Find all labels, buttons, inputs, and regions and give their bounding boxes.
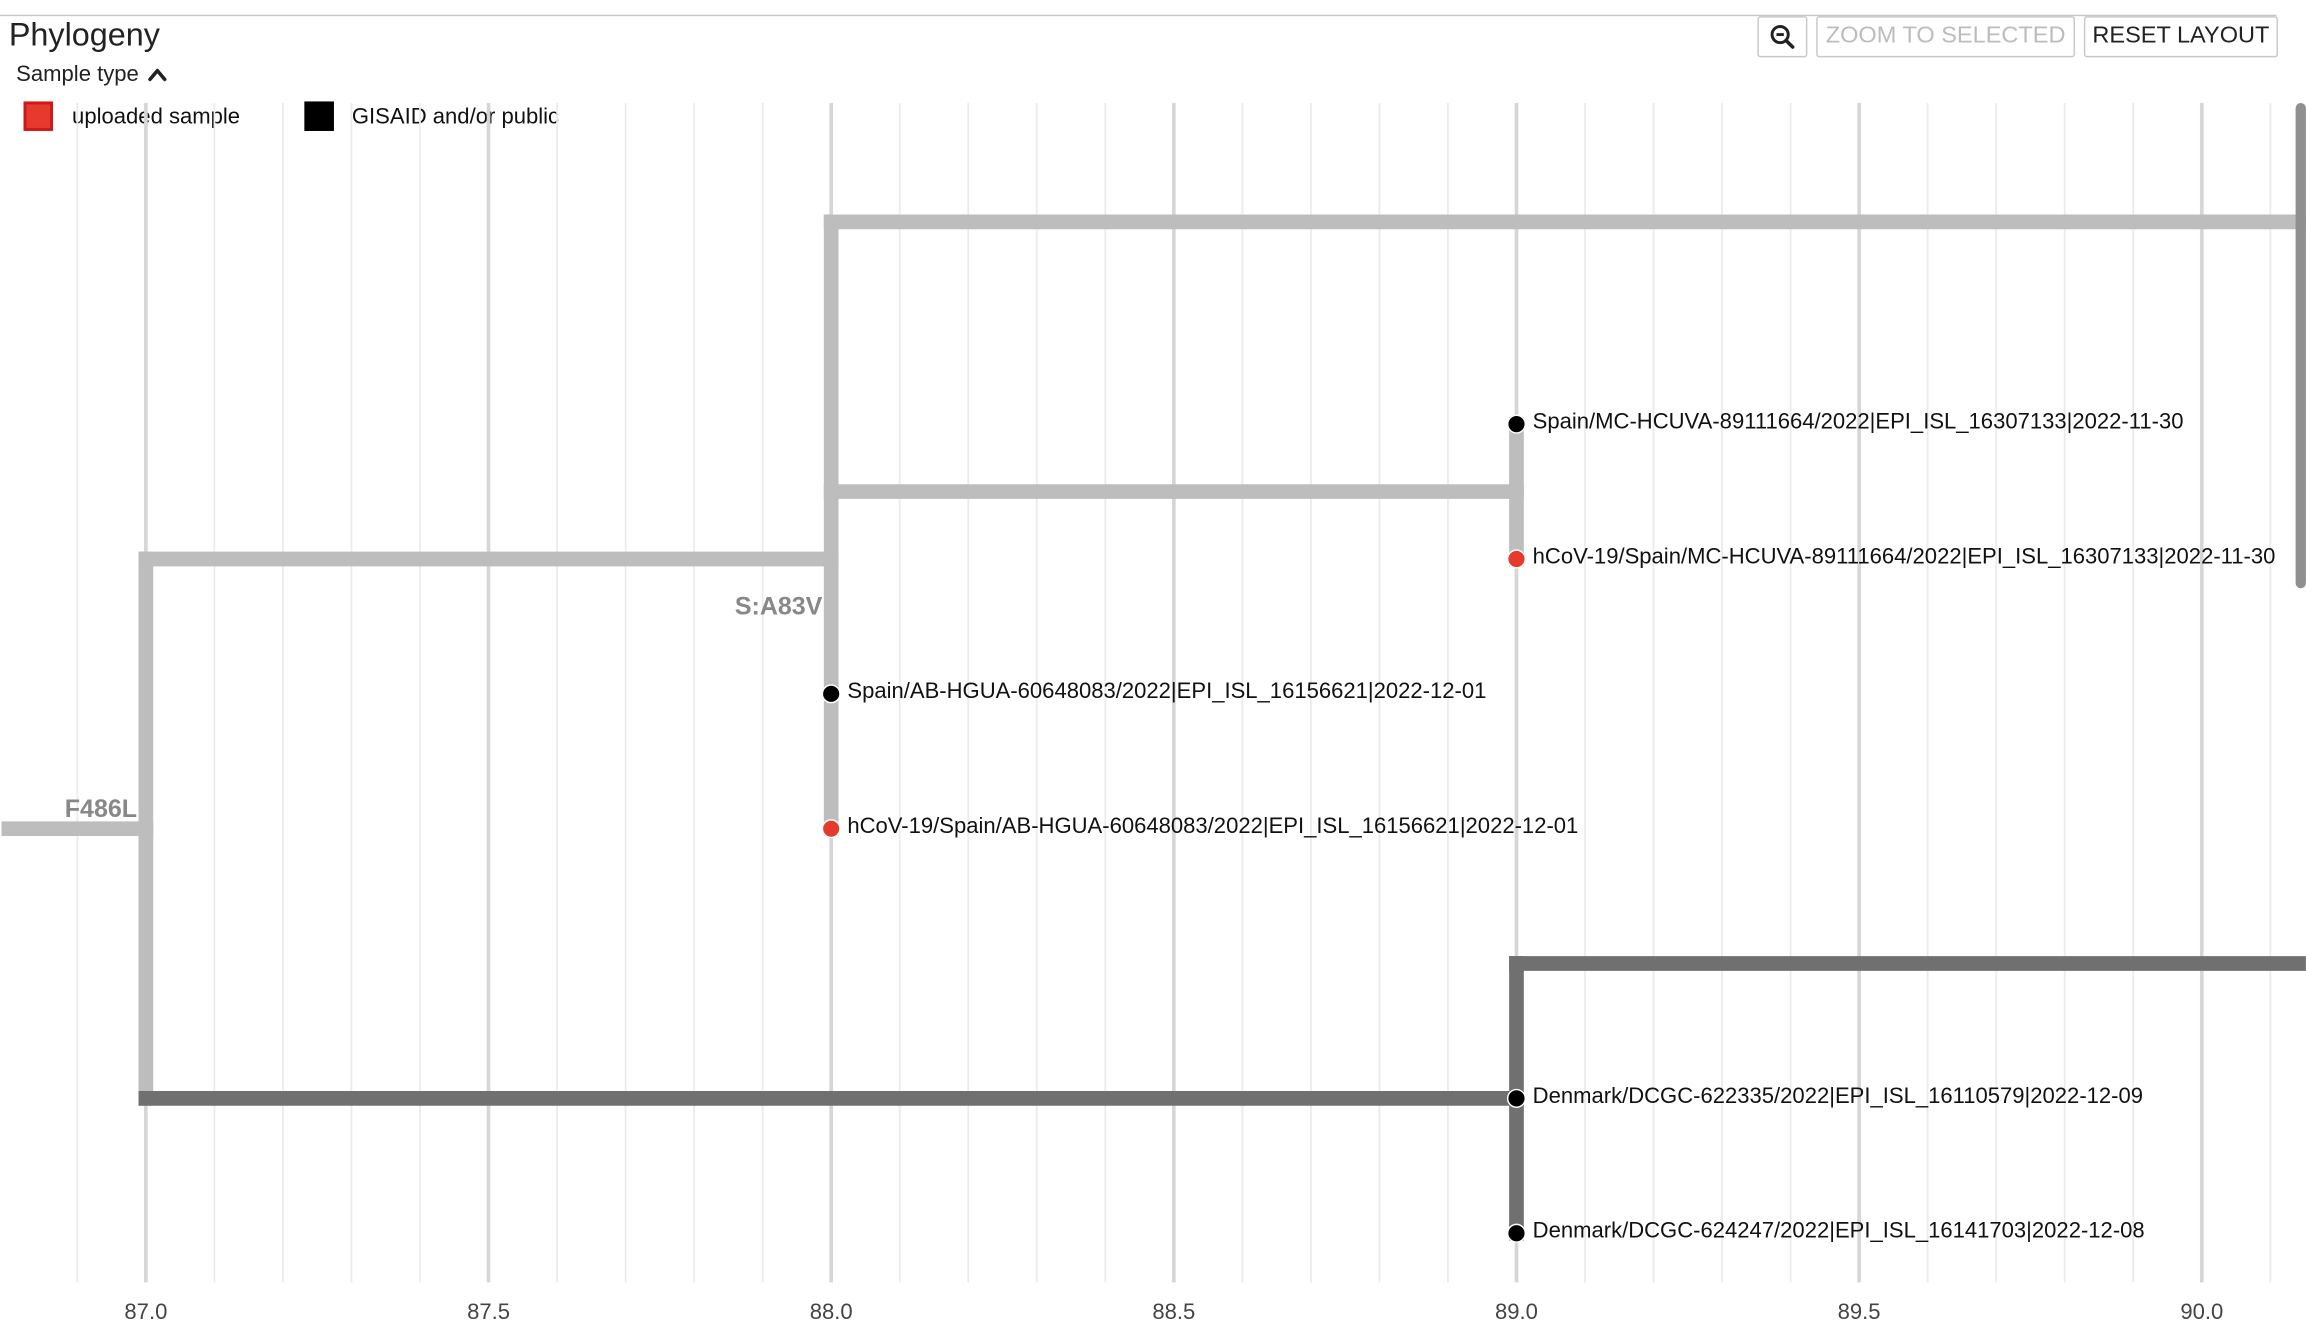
public-sample-swatch: [304, 101, 335, 131]
x-tick-label: 87.0: [124, 1299, 167, 1320]
leaf-label: Denmark/DCGC-622335/2022|EPI_ISL_1611057…: [1533, 1083, 2143, 1108]
zoom-button[interactable]: [1757, 16, 1808, 58]
public-sample-node: [821, 684, 841, 704]
legend-uploaded-label: uploaded sample: [72, 103, 241, 129]
x-tick-label: 89.0: [1495, 1299, 1538, 1320]
x-tick-label: 87.5: [467, 1299, 510, 1320]
zoom-out-icon: [1770, 25, 1795, 49]
panel-divider: [0, 14, 2277, 17]
zoom-to-selected-button[interactable]: ZOOM TO SELECTED: [1816, 16, 2076, 58]
uploaded-sample-node: [1506, 549, 1527, 569]
public-sample-node: [1506, 414, 1527, 434]
x-tick-label: 89.5: [1838, 1299, 1881, 1320]
x-tick-label: 88.0: [810, 1299, 853, 1320]
sample-type-toggle[interactable]: Sample type: [16, 62, 168, 87]
chevron-up-icon: [148, 68, 168, 81]
leaf-label: hCoV-19/Spain/AB-HGUA-60648083/2022|EPI_…: [847, 813, 1578, 838]
mutation-label: F486L: [65, 795, 137, 823]
leaf-label: Spain/AB-HGUA-60648083/2022|EPI_ISL_1615…: [847, 678, 1486, 703]
page-title: Phylogeny: [8, 16, 160, 53]
x-tick-label: 88.5: [1152, 1299, 1195, 1320]
reset-layout-button[interactable]: RESET LAYOUT: [2083, 16, 2278, 58]
legend: uploaded sample GISAID and/or public: [23, 101, 560, 131]
legend-public-label: GISAID and/or public: [351, 103, 560, 129]
vertical-scrollbar[interactable]: [2295, 102, 2306, 589]
x-tick-label: 90.0: [2180, 1299, 2223, 1320]
uploaded-sample-node: [821, 819, 841, 839]
public-sample-node: [1506, 1088, 1527, 1108]
leaf-label: Denmark/DCGC-624247/2022|EPI_ISL_1614170…: [1533, 1218, 2145, 1243]
leaf-label: Spain/MC-HCUVA-89111664/2022|EPI_ISL_163…: [1533, 409, 2184, 434]
leaf-label: hCoV-19/Spain/MC-HCUVA-89111664/2022|EPI…: [1533, 543, 2276, 568]
public-sample-node: [1506, 1223, 1527, 1243]
sample-type-label: Sample type: [16, 61, 139, 87]
mutation-label: S:A83V: [735, 593, 823, 621]
uploaded-sample-swatch: [23, 101, 53, 131]
